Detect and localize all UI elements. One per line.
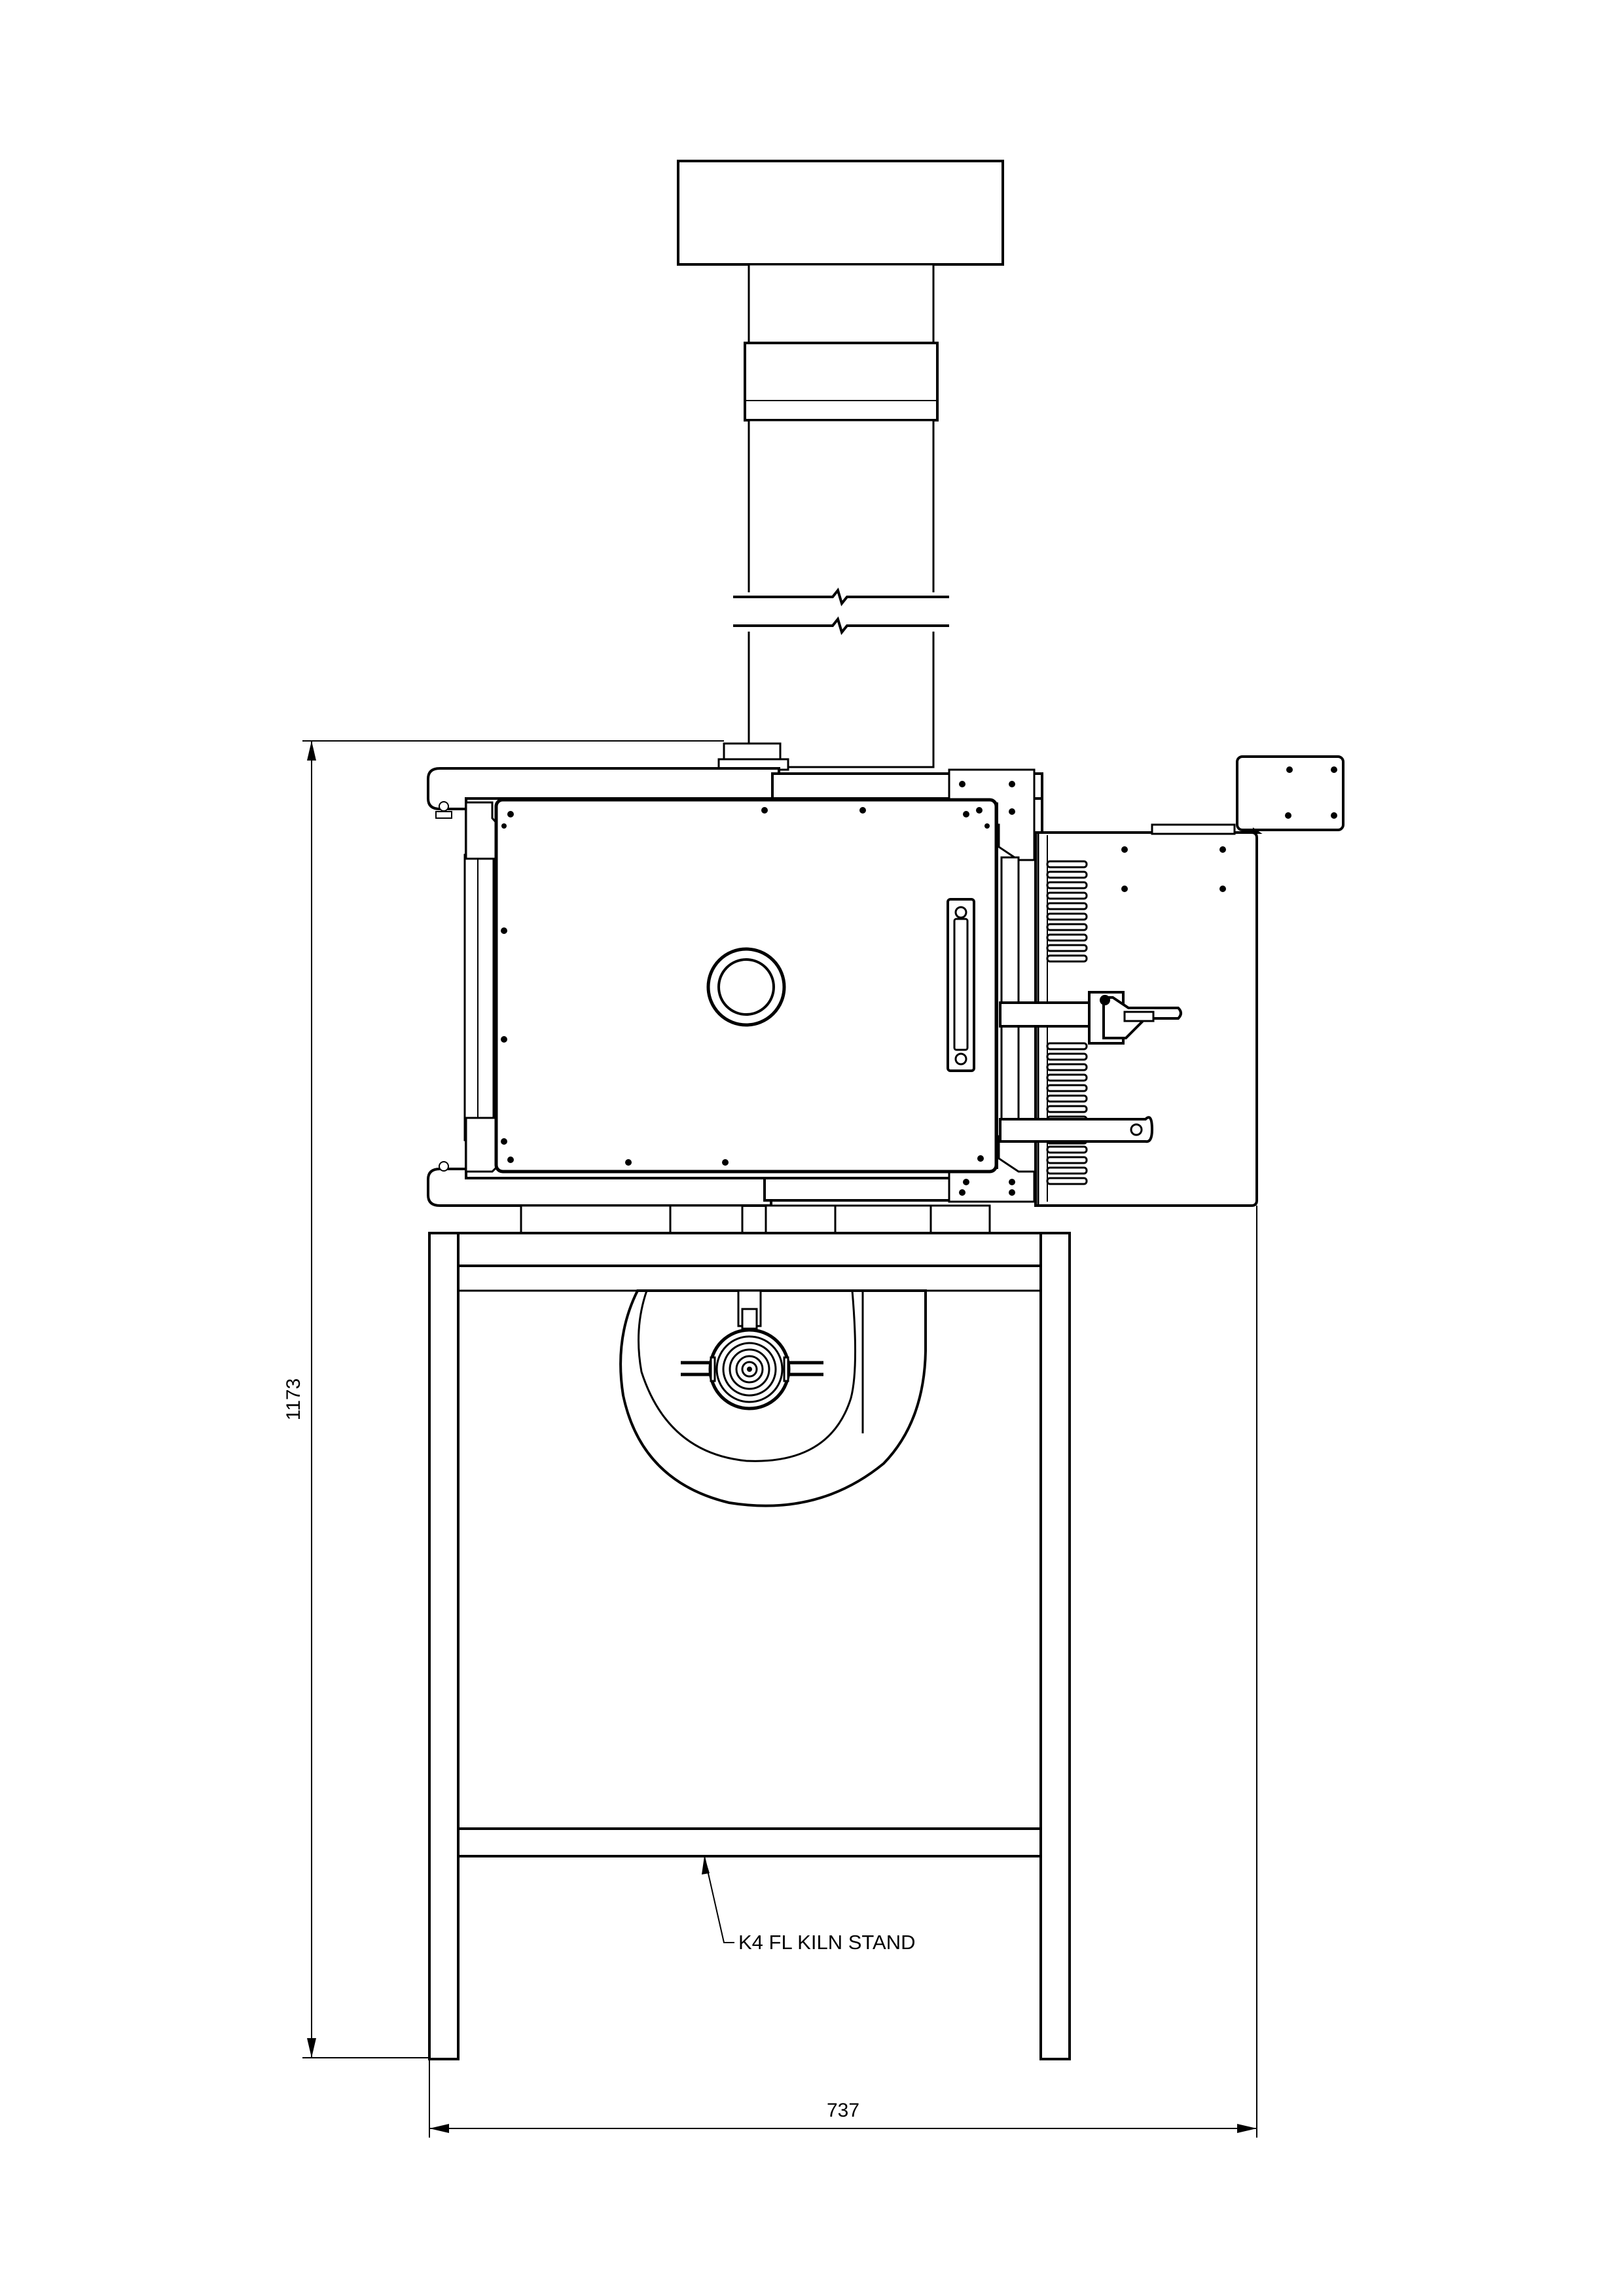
lower-latch xyxy=(999,1116,1154,1143)
vent-slot xyxy=(1046,1166,1088,1175)
chimney-cap xyxy=(677,160,1004,266)
kiln-body xyxy=(427,767,1043,1207)
vent-slot xyxy=(1046,1052,1088,1061)
vent-slot xyxy=(1046,1094,1088,1103)
height-dimension: 1173 xyxy=(283,740,724,2058)
vent-slot xyxy=(1046,912,1088,921)
vent-slot xyxy=(1046,870,1088,879)
vent-slot xyxy=(1046,1063,1088,1071)
vent-slot xyxy=(1046,891,1088,900)
height-dimension-label: 1173 xyxy=(283,1378,304,1421)
chimney xyxy=(677,160,1004,771)
vent-slot xyxy=(1046,1073,1088,1082)
stand-bottom-rail xyxy=(457,1827,1042,1857)
vent-slot xyxy=(1046,954,1088,963)
vent-slot xyxy=(1046,860,1088,869)
door-rivets xyxy=(501,781,1015,1196)
flue-pipe-upper xyxy=(748,263,935,344)
vent-slot xyxy=(1046,1156,1088,1164)
controller-bracket xyxy=(1236,755,1344,831)
vent-slot xyxy=(1046,1105,1088,1113)
vent-slot xyxy=(1046,944,1088,952)
spy-hole-inner xyxy=(717,958,775,1016)
stand-top-rail xyxy=(428,1232,1071,1267)
vent-slot xyxy=(1046,1042,1088,1050)
vent-slot xyxy=(1046,933,1088,942)
width-dimension-label: 737 xyxy=(827,2100,859,2121)
stand-leg-right xyxy=(1039,1232,1071,2060)
controller-box xyxy=(999,755,1344,1207)
latch xyxy=(999,991,1182,1045)
door-handle xyxy=(947,898,975,1072)
width-dimension: 737 xyxy=(429,1206,1257,2138)
blower-fan xyxy=(619,1289,927,1507)
vent-slot xyxy=(1046,1084,1088,1092)
stand-callout: K4 FL KILN STAND xyxy=(702,1856,915,1954)
vent-slot xyxy=(1046,902,1088,910)
flue-sleeve xyxy=(744,342,939,422)
stand-leg-left xyxy=(428,1232,460,2060)
vent-slot xyxy=(1046,923,1088,931)
vent-slot xyxy=(1046,1145,1088,1154)
kiln-stand xyxy=(428,1204,1071,2060)
vent-slot xyxy=(1046,881,1088,889)
pipe-break xyxy=(733,587,949,636)
vent-slot xyxy=(1046,1177,1088,1185)
stand-callout-label: K4 FL KILN STAND xyxy=(738,1931,915,1954)
